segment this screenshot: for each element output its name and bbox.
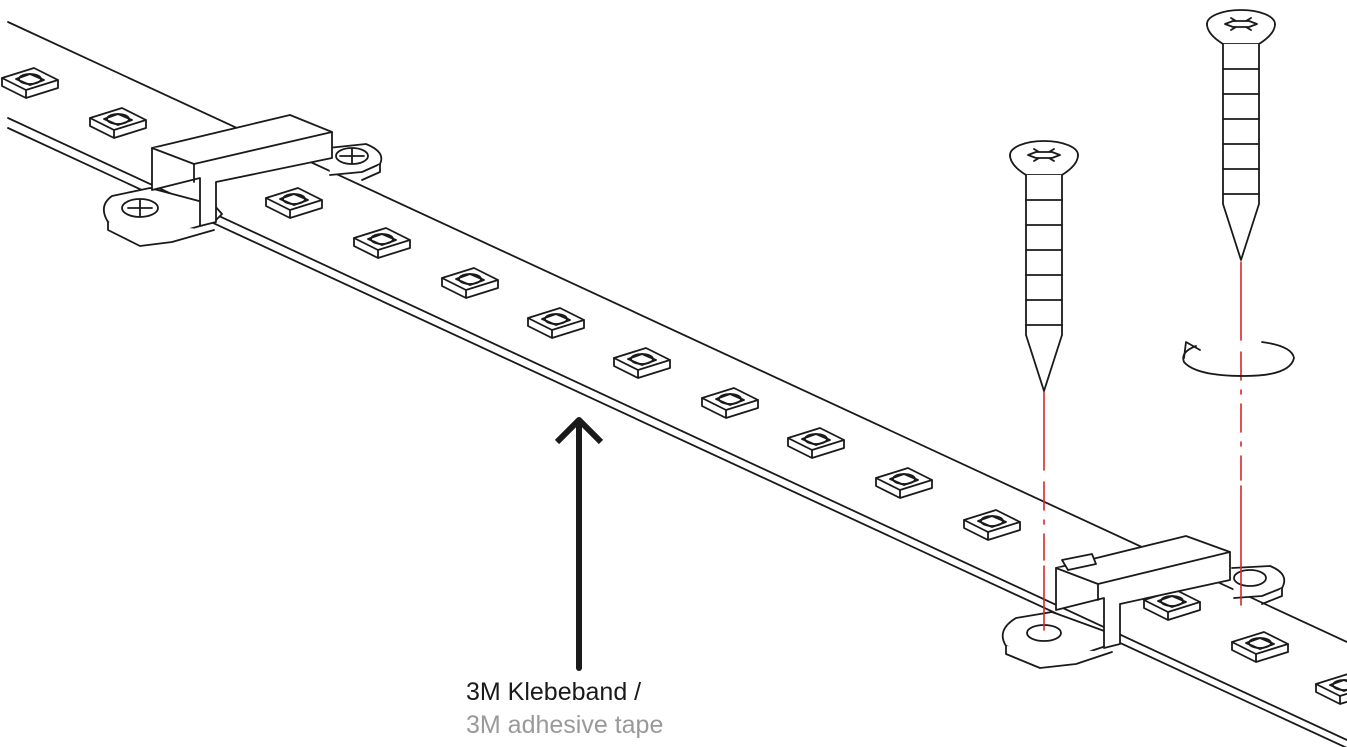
led-chip-icon [89, 107, 147, 139]
led-chip-icon [1231, 631, 1289, 663]
mounting-clip-left [102, 114, 383, 247]
caption-english: 3M adhesive tape [466, 711, 664, 739]
mounting-clip-right [1001, 535, 1286, 669]
led-chip-icon [875, 467, 933, 499]
screw-icon [1206, 9, 1276, 261]
led-strip [7, 21, 1347, 747]
led-chip-icon [353, 227, 411, 259]
rotation-arrow-icon [1182, 341, 1295, 377]
led-chip-icon [1, 67, 59, 99]
drill-lines [1043, 261, 1242, 631]
caption-german: 3M Klebeband / [466, 678, 642, 706]
arrow-up-icon [554, 417, 604, 671]
led-chip-icon [701, 387, 759, 419]
screw-icon [1009, 140, 1079, 392]
led-chip-icon [613, 347, 671, 379]
led-chip-icon [787, 427, 845, 459]
led-chip-icon [265, 187, 323, 219]
led-chip-icon [441, 267, 499, 299]
led-chip-icon [527, 307, 585, 339]
led-chip-icon [963, 509, 1021, 541]
led-chip-icon [1315, 673, 1347, 705]
led-chips [1, 67, 1347, 705]
